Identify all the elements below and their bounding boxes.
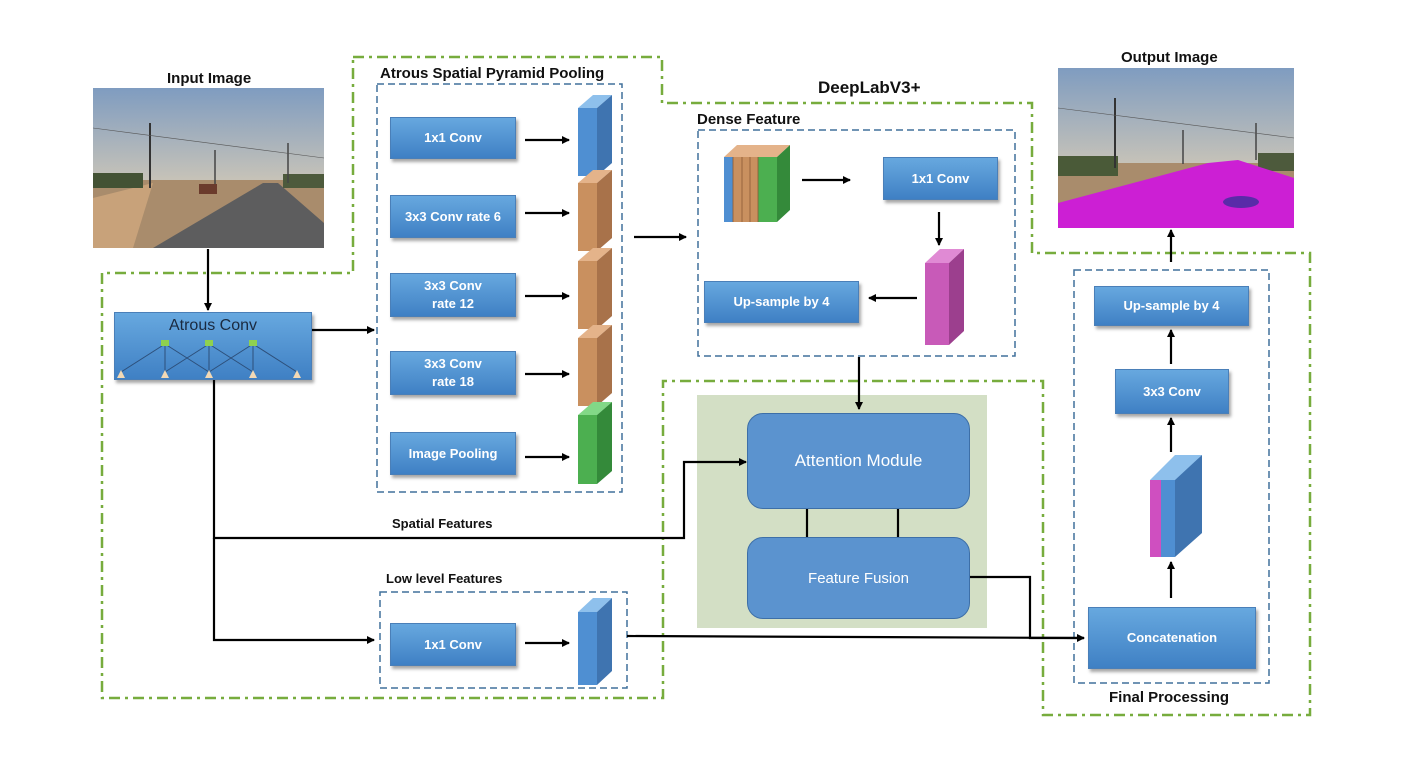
dense-upsample: Up-sample by 4 bbox=[704, 281, 859, 323]
low-level-box bbox=[379, 591, 628, 689]
dense-output-tensor bbox=[925, 249, 964, 345]
atrous-conv-label: Atrous Conv bbox=[168, 317, 258, 334]
aspp-image-pooling: Image Pooling bbox=[390, 432, 516, 475]
aspp-3x3-rate18: 3x3 Conv rate 18 bbox=[390, 351, 516, 395]
aspp-box bbox=[376, 83, 623, 493]
dense-feature-box bbox=[697, 129, 1016, 357]
input-image-label: Input Image bbox=[167, 70, 252, 87]
spatial-features-label: Spatial Features bbox=[392, 516, 493, 531]
atrous-conv-block: Atrous Conv bbox=[114, 312, 312, 380]
concat-tensor bbox=[724, 145, 790, 222]
aspp-3x3-rate12: 3x3 Conv rate 12 bbox=[390, 273, 516, 317]
dense-1x1-conv: 1x1 Conv bbox=[883, 157, 998, 200]
aspp-tensor-1x1 bbox=[578, 95, 612, 176]
deeplab-outline bbox=[100, 55, 1312, 717]
aspp-label: Atrous Spatial Pyramid Pooling bbox=[380, 65, 605, 82]
aspp-tensor-rate12 bbox=[578, 248, 612, 329]
attention-module: Attention Module bbox=[747, 413, 970, 509]
dense-feature-label: Dense Feature bbox=[697, 111, 801, 128]
final-concat-tensor bbox=[1150, 455, 1202, 557]
aspp-3x3-rate6: 3x3 Conv rate 6 bbox=[390, 195, 516, 238]
aspp-tensor-rate18 bbox=[578, 325, 612, 406]
feature-fusion: Feature Fusion bbox=[747, 537, 970, 619]
diagram-title: DeepLabV3+ bbox=[818, 78, 921, 97]
output-image bbox=[1058, 68, 1294, 228]
final-concatenation: Concatenation bbox=[1088, 607, 1256, 669]
final-processing-box bbox=[1073, 269, 1270, 684]
aspp-tensor-pooling bbox=[578, 402, 612, 484]
low-level-features-label: Low level Features bbox=[386, 571, 503, 586]
final-upsample: Up-sample by 4 bbox=[1094, 286, 1249, 326]
final-processing-label: Final Processing bbox=[1109, 689, 1230, 706]
aspp-1x1-conv: 1x1 Conv bbox=[390, 117, 516, 159]
final-3x3-conv: 3x3 Conv bbox=[1115, 369, 1229, 414]
aspp-tensor-rate6 bbox=[578, 170, 612, 251]
input-image bbox=[93, 88, 324, 248]
arrows bbox=[204, 136, 1175, 647]
low-level-1x1-conv: 1x1 Conv bbox=[390, 623, 516, 666]
output-image-label: Output Image bbox=[1121, 49, 1218, 66]
low-level-tensor bbox=[578, 598, 612, 685]
